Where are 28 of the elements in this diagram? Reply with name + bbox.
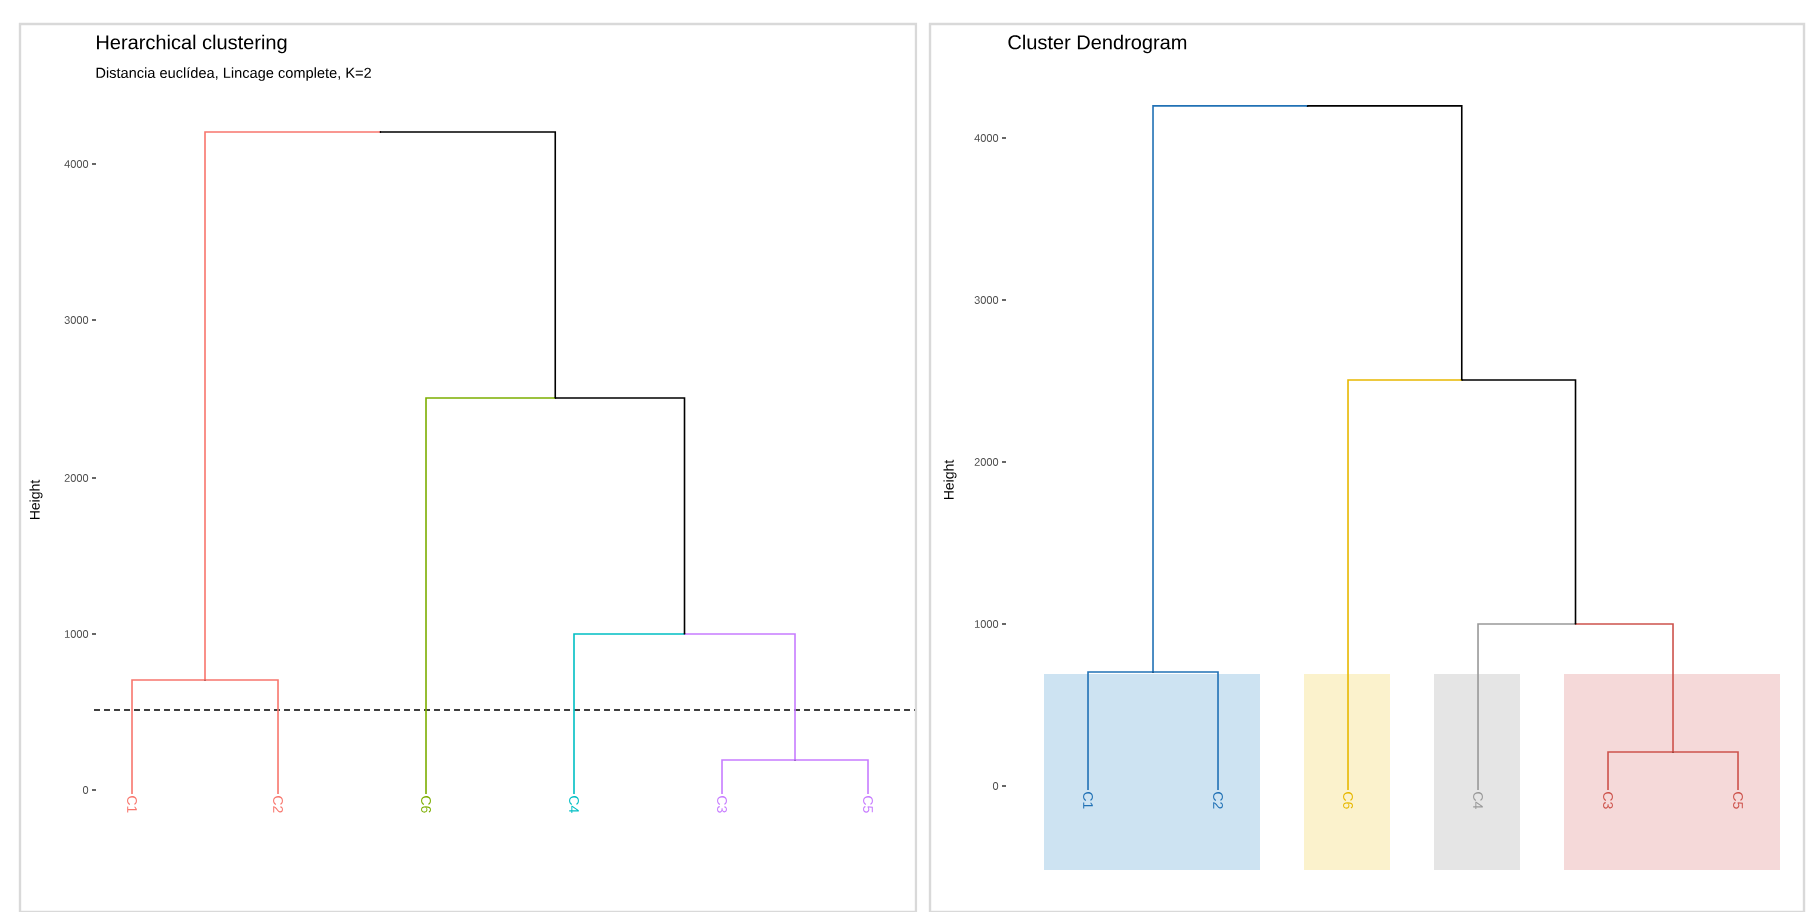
dendrogram-branch [721,759,796,795]
dendrogram-branch [1152,671,1219,791]
chart-title: Herarchical clustering [97,34,287,54]
dendrogram-branch [1087,671,1154,791]
dendrogram-branch [1152,105,1309,673]
dendrogram-branch [1607,751,1674,791]
dendrogram-branch [204,131,381,681]
dendrogram-branch [1460,379,1577,625]
dendrogram-branch [794,759,869,795]
dendrogram-branch [1347,379,1463,791]
dendrogram-branch [379,131,557,399]
dendrogram-branch [425,397,557,795]
cluster-box [1304,674,1390,870]
dendrogram-branch [1574,623,1674,753]
chart-panel [18,22,918,912]
dendrogram-branch [1306,105,1463,381]
dendrogram-branch [573,633,686,795]
dendrogram-branch [1477,623,1577,791]
chart-title: Cluster Dendrogram [1008,34,1187,54]
dendrogram-branch [1672,751,1739,791]
dendrogram-branch [131,679,206,795]
cluster-box [1044,674,1260,870]
chart-panel [928,22,1806,912]
cluster-box [1564,674,1780,870]
dendrogram-branch [204,679,279,795]
cluster-box [1434,674,1520,870]
dendrogram-branch [554,397,686,635]
dendrogram-branch [683,633,796,761]
